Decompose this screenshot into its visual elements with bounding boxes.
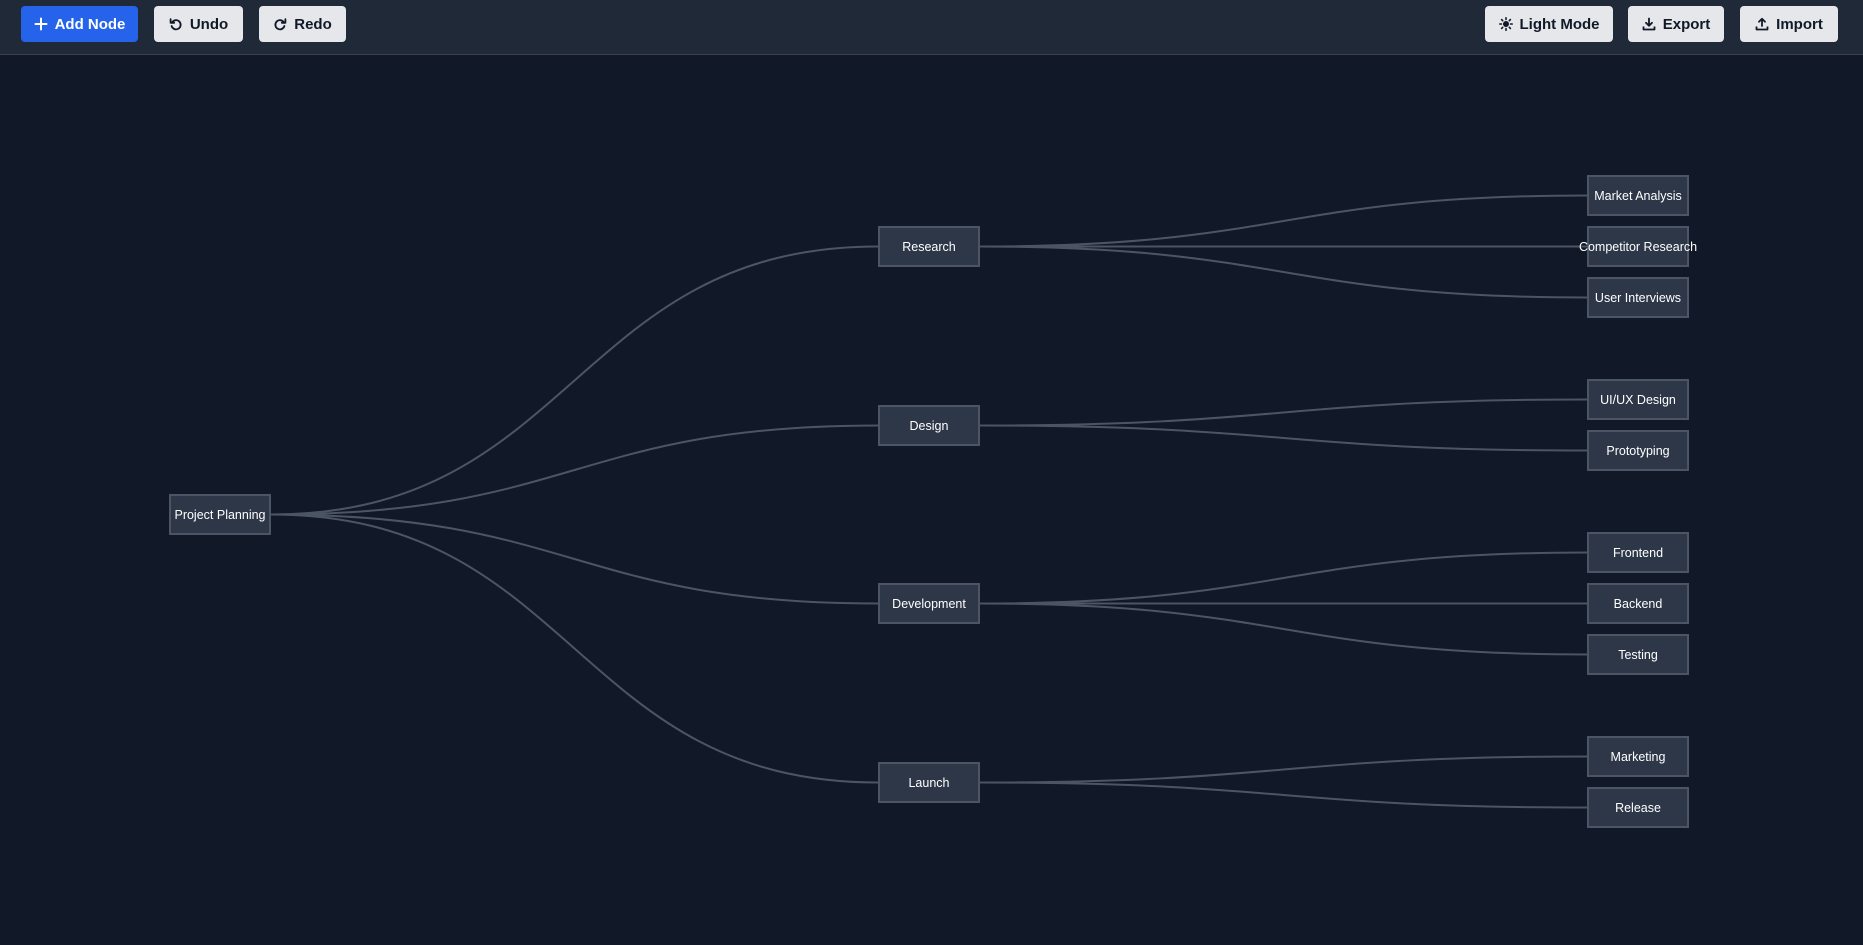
leaf-node[interactable]: UI/UX Design (1587, 379, 1689, 420)
mindmap-edge (270, 424, 879, 516)
branch-node[interactable]: Design (878, 405, 980, 446)
mindmap-edge (979, 398, 1588, 427)
mindmap-edge (270, 245, 879, 516)
redo-label: Redo (294, 15, 332, 33)
leaf-node[interactable]: Prototyping (1587, 430, 1689, 471)
sun-icon (1498, 17, 1513, 31)
export-button[interactable]: Export (1628, 6, 1724, 42)
mindmap-canvas[interactable]: Project Planning Research Design Develop… (0, 56, 1863, 945)
mindmap-edges (270, 194, 1588, 809)
light-mode-button[interactable]: Light Mode (1485, 6, 1613, 42)
add-node-label: Add Node (54, 15, 126, 33)
leaf-node[interactable]: Marketing (1587, 736, 1689, 777)
import-button[interactable]: Import (1740, 6, 1838, 42)
plus-icon (34, 17, 48, 31)
leaf-node[interactable]: Market Analysis (1587, 175, 1689, 216)
leaf-node[interactable]: Backend (1587, 583, 1689, 624)
branch-node[interactable]: Development (878, 583, 980, 624)
download-icon (1642, 17, 1656, 31)
leaf-node[interactable]: Testing (1587, 634, 1689, 675)
root-node[interactable]: Project Planning (169, 494, 271, 535)
leaf-node[interactable]: Release (1587, 787, 1689, 828)
mindmap-edge (979, 602, 1588, 656)
mindmap-edge (270, 513, 879, 784)
mindmap-edge (979, 755, 1588, 784)
undo-label: Undo (189, 15, 229, 33)
redo-icon (273, 17, 287, 31)
redo-button[interactable]: Redo (259, 6, 346, 42)
leaf-node[interactable]: Frontend (1587, 532, 1689, 573)
mindmap-edge (979, 245, 1588, 299)
branch-node[interactable]: Launch (878, 762, 980, 803)
leaf-node[interactable]: Competitor Research (1579, 226, 1697, 267)
mindmap-edge (979, 424, 1588, 452)
leaf-node[interactable]: User Interviews (1587, 277, 1689, 318)
branch-node[interactable]: Research (878, 226, 980, 267)
import-label: Import (1776, 15, 1823, 33)
mindmap-edge (270, 513, 879, 605)
undo-button[interactable]: Undo (154, 6, 243, 42)
add-node-button[interactable]: Add Node (21, 6, 138, 42)
upload-icon (1755, 17, 1769, 31)
mindmap-edge (979, 551, 1588, 605)
undo-icon (169, 17, 183, 31)
mindmap-edge (979, 194, 1588, 248)
toolbar: Add Node Undo Redo Light Mode Export Imp… (0, 0, 1863, 55)
export-label: Export (1662, 15, 1711, 33)
mindmap-edge (979, 781, 1588, 809)
light-mode-label: Light Mode (1519, 15, 1600, 33)
